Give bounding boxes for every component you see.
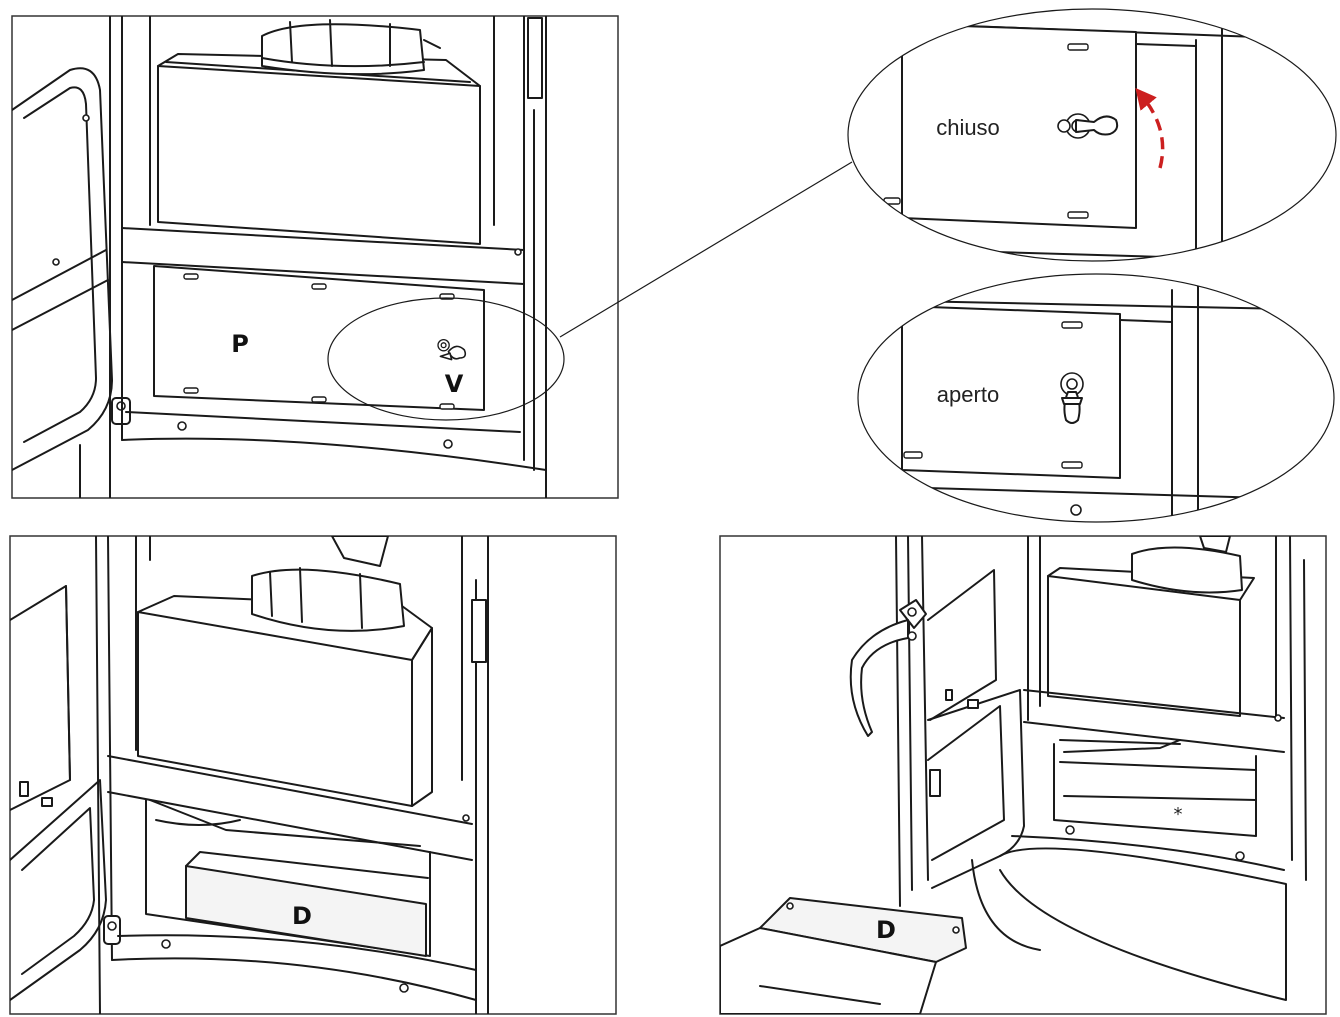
curved-arrow-icon	[1135, 87, 1165, 169]
zoom-detail-closed: chiuso	[847, 8, 1337, 262]
asterisk-marker: *	[1174, 804, 1183, 825]
open-label: aperto	[937, 382, 999, 407]
panel-top-left: P V	[11, 15, 619, 499]
wing-nut-icon	[437, 338, 467, 361]
zoom-leader-line	[559, 161, 853, 338]
closed-label: chiuso	[936, 115, 1000, 140]
drawer-d-label-right: D	[876, 916, 896, 944]
zoom-detail-open: aperto	[857, 273, 1335, 523]
drawer-d-label-left: D	[292, 902, 312, 930]
panel-bottom-right: D *	[719, 535, 1327, 1015]
wing-nut-icon	[1057, 113, 1119, 139]
wing-nut-icon	[1060, 372, 1084, 424]
panel-bottom-left: D	[9, 535, 617, 1015]
panel-p-label: P	[231, 330, 249, 358]
wing-nut-v-label: V	[445, 370, 464, 398]
